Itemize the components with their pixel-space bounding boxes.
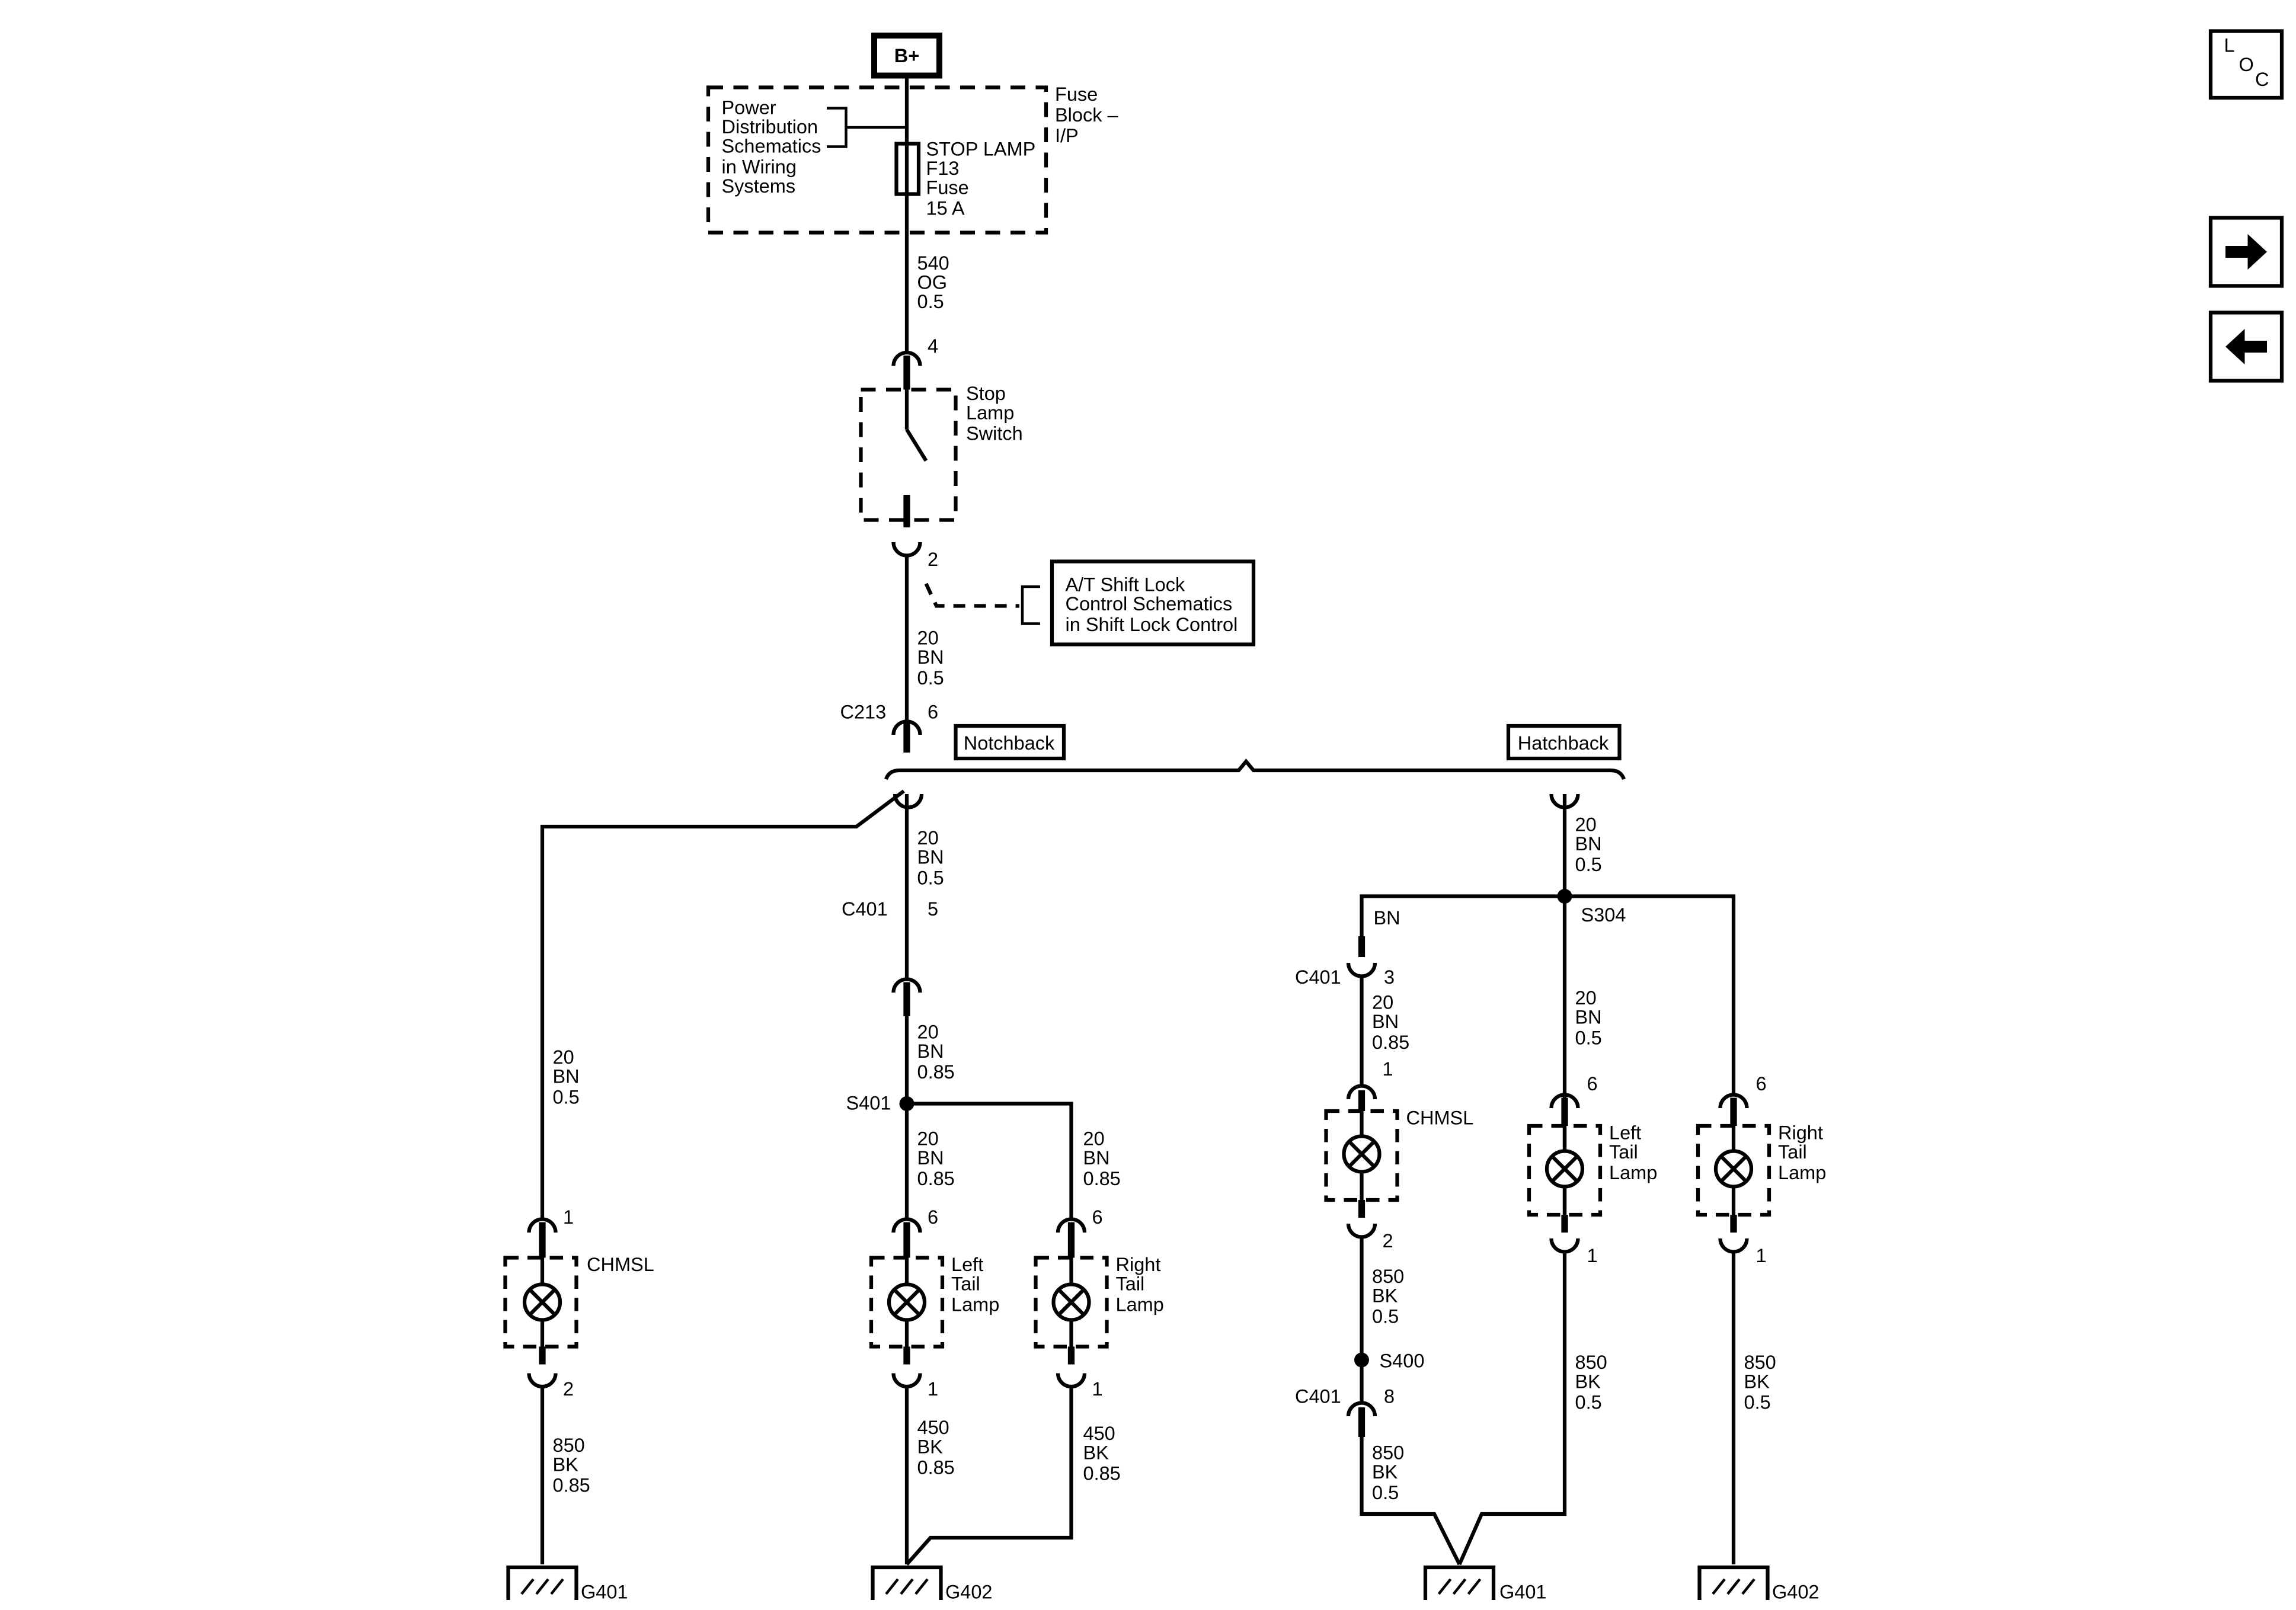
c401-name: C401	[842, 898, 888, 920]
svg-text:CHMSL: CHMSL	[1406, 1108, 1474, 1129]
switch-pin-top: 4	[928, 335, 938, 357]
svg-text:Notchback: Notchback	[964, 732, 1055, 754]
loc-letter-o: O	[2239, 54, 2254, 75]
svg-text:450 BK 0.85: 450 BK 0.85	[1083, 1423, 1121, 1484]
power-distribution-reference[interactable]: Power Distribution Schematics in Wiring …	[722, 97, 907, 197]
supply-label: B+	[894, 45, 919, 66]
arrow-left-icon	[2225, 329, 2267, 364]
loc-letter-c: C	[2255, 69, 2269, 90]
svg-text:20 BN 0.5: 20 BN 0.5	[1575, 987, 1607, 1049]
switch-pin-bottom: 2	[928, 549, 938, 570]
svg-text:Power Distribution: Power Distribution Schematics in Wiring …	[722, 97, 827, 197]
svg-text:20 BN 0.85: 20 BN 0.85	[1083, 1128, 1121, 1190]
stop-lamp-switch-label: Stop Lamp Switch	[966, 383, 1023, 444]
option-bracket	[884, 758, 1626, 780]
svg-text:G401: G401	[581, 1582, 628, 1603]
svg-text:Hatchback: Hatchback	[1518, 732, 1609, 754]
svg-text:1: 1	[1383, 1058, 1393, 1080]
svg-text:S401: S401	[846, 1093, 891, 1114]
stop-lamp-switch: 4 2 Stop Lamp Switch	[859, 335, 1023, 570]
svg-text:8: 8	[1384, 1386, 1395, 1407]
svg-text:C213: C213	[840, 701, 887, 722]
arrow-right-icon	[2225, 233, 2267, 270]
svg-text:1: 1	[1092, 1378, 1103, 1400]
ground-g402-label: G402	[945, 1582, 993, 1603]
lamp-icon	[887, 1282, 927, 1322]
svg-text:S304: S304	[1581, 904, 1626, 926]
svg-text:3: 3	[1384, 966, 1395, 988]
wire-20bn-upper-label: 20 BN 0.5	[917, 627, 949, 689]
ground-g401-label: G401	[1499, 1582, 1547, 1603]
ground-g402-label: G402	[1772, 1582, 1819, 1603]
svg-text:2: 2	[563, 1378, 574, 1400]
svg-text:20 BN 0.85: 20 BN 0.85	[917, 1128, 955, 1190]
svg-text:850 BK 0.5: 850 BK 0.5	[1575, 1352, 1613, 1413]
lamp-icon	[522, 1282, 562, 1322]
lamp-icon	[1342, 1134, 1382, 1174]
svg-text:C401: C401	[1295, 966, 1341, 988]
shift-lock-reference[interactable]: A/T Shift Lock Control Schematics in Shi…	[924, 559, 1256, 646]
svg-text:20 BN 0.5: 20 BN 0.5	[917, 827, 949, 889]
loc-letter-l: L	[2224, 34, 2235, 56]
loc-button[interactable]: L O C	[2208, 29, 2284, 100]
lamp-icon	[1713, 1149, 1754, 1189]
fuse-label: STOP LAMP F13 Fuse 15 A	[926, 139, 1041, 219]
ground-icon	[1423, 1565, 1496, 1600]
svg-text:1: 1	[1756, 1245, 1767, 1266]
svg-text:20 BN 0.5: 20 BN 0.5	[553, 1046, 585, 1108]
notchback-right-tail-lamp: 6 Right Tail Lamp 1 450 BK 0.85	[905, 1206, 1166, 1566]
svg-text:Left Tail Lamp: Left Tail Lamp	[951, 1254, 999, 1315]
ground-icon	[506, 1565, 578, 1600]
hatchback-chmsl: C401 3 20 BN 0.85 1 CHMSL 2	[1295, 936, 1474, 1566]
svg-text:850 BK 0.5: 850 BK 0.5	[1744, 1352, 1782, 1413]
next-page-button[interactable]	[2208, 216, 2284, 288]
switch-contact-icon	[905, 428, 928, 462]
fuse-block-ip: Fuse Block – I/P STOP LAMP F13 Fuse 15 A…	[706, 84, 1124, 235]
ground-icon	[1697, 1565, 1770, 1600]
hatchback-branch: 20 BN 0.5 S304 BN C401 3 20 BN 0.85 1	[1295, 793, 1828, 1603]
svg-text:20 BN 0.85: 20 BN 0.85	[1372, 992, 1409, 1054]
wire-540-label: 540 OG 0.5	[917, 252, 955, 312]
svg-text:6: 6	[1587, 1073, 1598, 1094]
svg-text:6: 6	[928, 1206, 938, 1228]
connector-c213: C213 6	[840, 701, 938, 753]
svg-text:20 BN 0.5: 20 BN 0.5	[1575, 814, 1607, 876]
svg-text:1: 1	[563, 1206, 574, 1228]
svg-text:2: 2	[1383, 1230, 1393, 1251]
fuse-block-title: Fuse Block – I/P	[1055, 84, 1124, 146]
splice-s400	[1354, 1352, 1369, 1368]
svg-text:S400: S400	[1380, 1350, 1425, 1372]
lamp-icon	[1544, 1149, 1585, 1189]
svg-text:850 BK 0.85: 850 BK 0.85	[553, 1435, 590, 1496]
svg-text:850 BK 0.5: 850 BK 0.5	[1372, 1266, 1409, 1327]
option-notchback: Notchback	[954, 724, 1066, 761]
svg-text:Right Tail Lam: Right Tail Lamp	[1116, 1254, 1166, 1315]
svg-text:Left Tail Lamp: Left Tail Lamp	[1609, 1122, 1657, 1184]
battery-supply: B+	[871, 32, 943, 79]
svg-text:1: 1	[928, 1378, 938, 1400]
notchback-branch: 20 BN 0.5 C401 5 20 BN 0.85 S401 20 BN 0…	[503, 789, 1166, 1603]
svg-text:Right Tail Lam: Right Tail Lamp	[1778, 1122, 1828, 1184]
svg-text:BN: BN	[1374, 907, 1400, 929]
svg-text:C401: C401	[1295, 1386, 1341, 1407]
c401-pin: 5	[928, 898, 938, 920]
svg-text:20 BN 0.85: 20 BN 0.85	[917, 1022, 955, 1083]
notchback-left-tail-lamp: 6 Left Tail Lamp 1 450 BK 0.85	[869, 1206, 999, 1564]
lamp-icon	[1051, 1282, 1091, 1322]
svg-text:450 BK 0.85: 450 BK 0.85	[917, 1417, 955, 1478]
svg-text:1: 1	[1587, 1245, 1598, 1266]
svg-text:6: 6	[1092, 1206, 1103, 1228]
ground-icon	[871, 1565, 943, 1600]
svg-text:A/T Shift Lock Control S: A/T Shift Lock Control Schematics in Shi…	[1066, 574, 1238, 635]
previous-page-button[interactable]	[2208, 311, 2284, 383]
svg-text:6: 6	[1756, 1073, 1767, 1094]
hatchback-right-tail-lamp: 6 Right Tail Lamp 1 850 BK 0.5	[1696, 1073, 1828, 1603]
svg-text:850 BK 0.5: 850 BK 0.5	[1372, 1442, 1409, 1504]
svg-text:CHMSL: CHMSL	[587, 1254, 654, 1275]
option-hatchback: Hatchback	[1506, 724, 1622, 761]
svg-text:6: 6	[928, 701, 938, 722]
notchback-chmsl: 20 BN 0.5 1 CHMSL 2 850 BK 0.85	[503, 1046, 654, 1603]
hatchback-left-tail-lamp: 20 BN 0.5 6 Left Tail Lamp 1	[1457, 987, 1657, 1566]
